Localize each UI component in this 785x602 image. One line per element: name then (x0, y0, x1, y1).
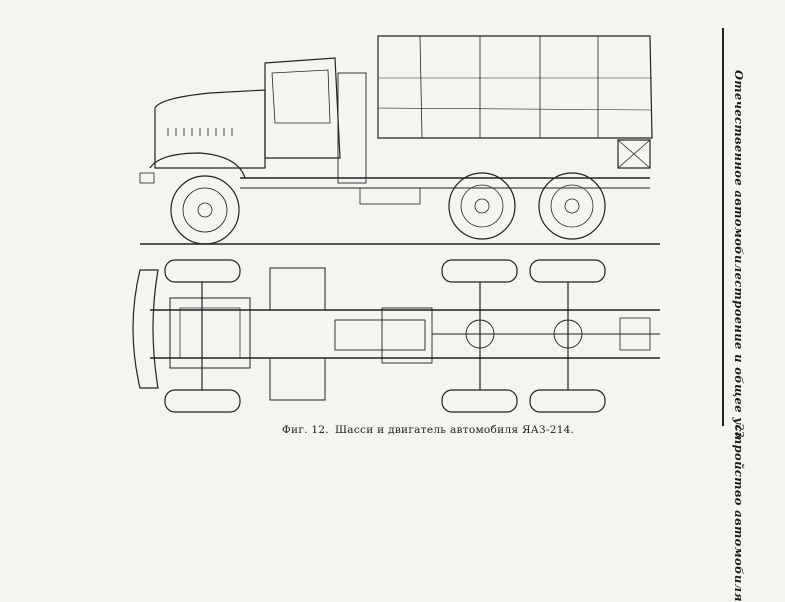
book-page: Фиг. 12. Шасси и двигатель автомобиля ЯАЗ… (132, 28, 746, 602)
page-number: 23 (733, 424, 746, 438)
figure-number: Фиг. 12. (282, 424, 329, 436)
plan-view (132, 259, 660, 413)
truck-technical-drawing (132, 35, 660, 413)
figure-caption-text: Шасси и двигатель автомобиля ЯАЗ-214. (335, 424, 575, 436)
margin-rule (722, 28, 724, 426)
running-head: Отечественное автомобилестроение и общее… (732, 70, 746, 602)
figure-caption: Фиг. 12. Шасси и двигатель автомобиля ЯАЗ… (282, 424, 574, 436)
side-view (139, 35, 660, 245)
